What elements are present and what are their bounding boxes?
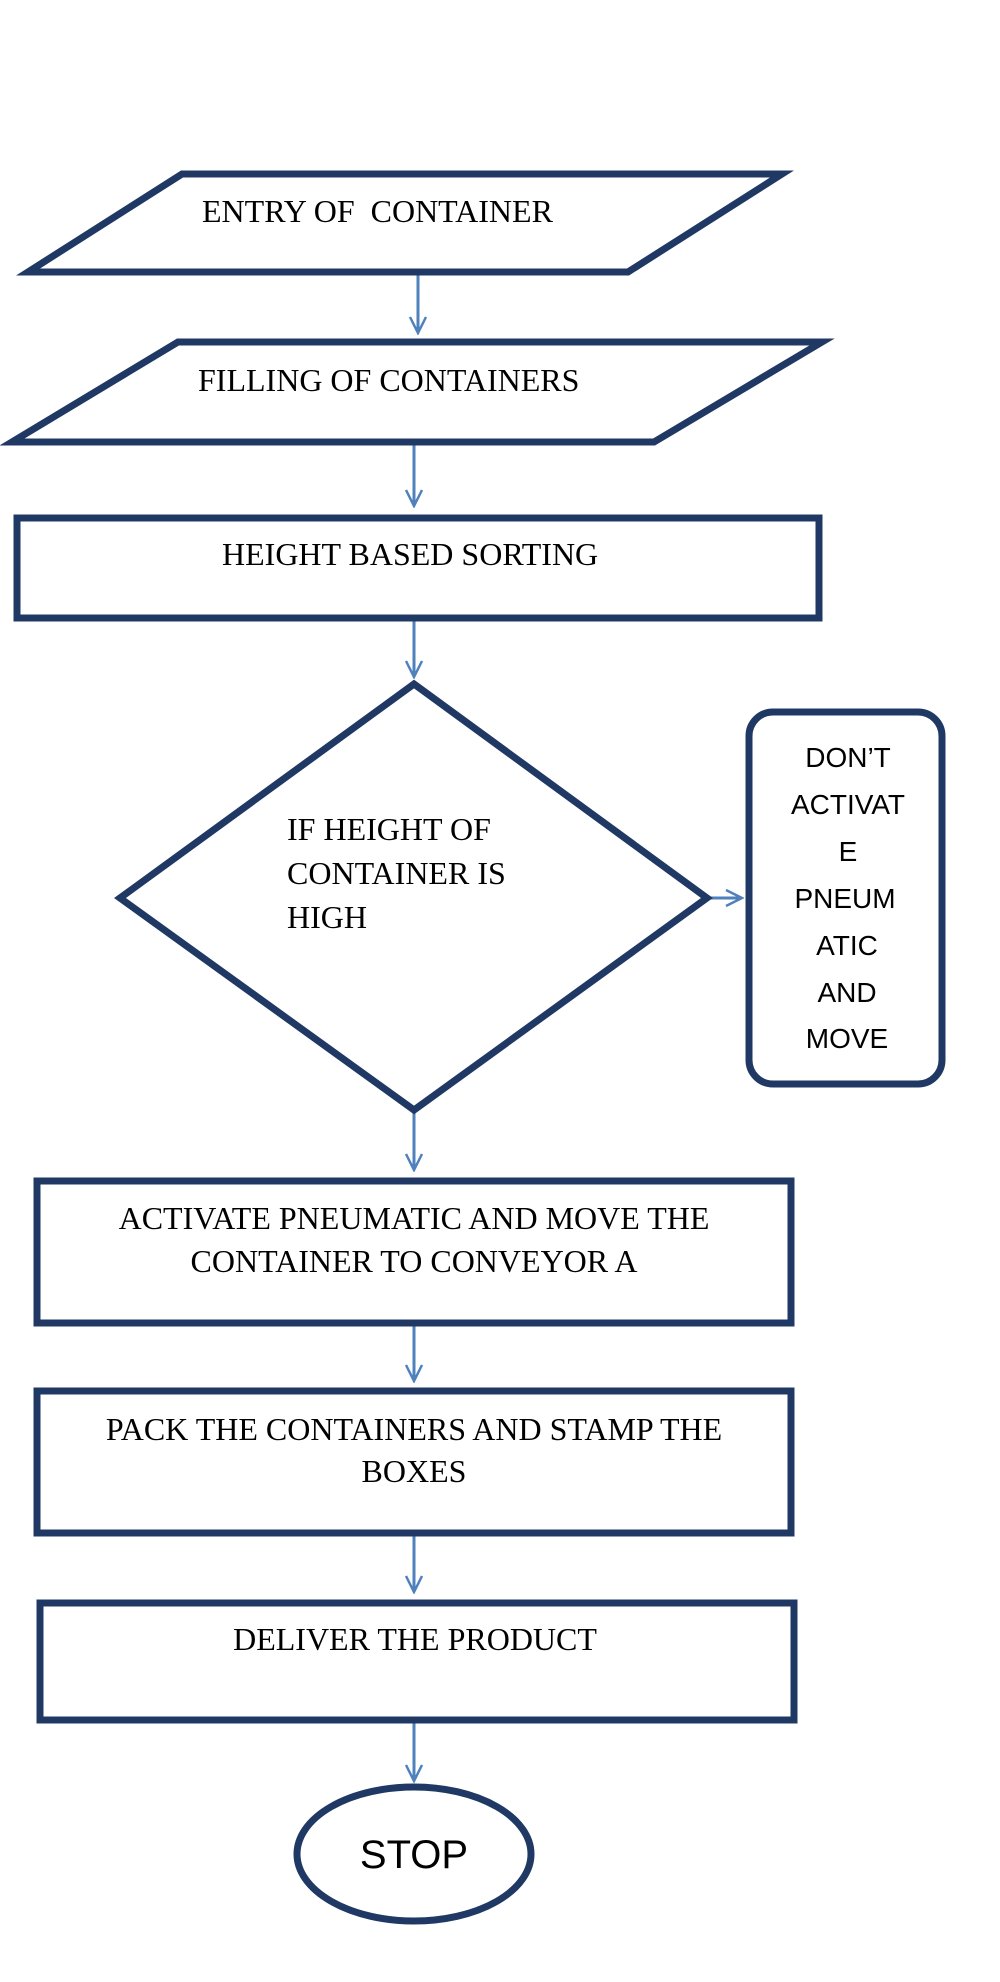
decision-label-line: HIGH — [287, 899, 367, 935]
no-branch-label-line: DON’T — [805, 742, 891, 773]
stop-terminal — [293, 1783, 535, 1925]
connectors — [414, 272, 742, 1781]
decision-label: IF HEIGHT OF CONTAINER IS HIGH — [287, 811, 506, 935]
activate-label-line: ACTIVATE PNEUMATIC AND MOVE THE — [119, 1200, 710, 1236]
no-branch-label-line: ATIC — [816, 930, 878, 961]
deliver-process-box — [36, 1599, 798, 1724]
activate-label-line: CONTAINER TO CONVEYOR A — [191, 1243, 638, 1279]
deliver-label: DELIVER THE PRODUCT — [233, 1621, 597, 1657]
entry-parallelogram — [15, 170, 795, 276]
decision-label-line: CONTAINER IS — [287, 855, 506, 891]
decision-label-line: IF HEIGHT OF — [287, 811, 491, 847]
no-branch-box — [745, 708, 946, 1088]
pack-label: PACK THE CONTAINERS AND STAMP THE BOXES — [106, 1411, 722, 1489]
filling-label: FILLING OF CONTAINERS — [198, 362, 579, 398]
no-branch-label-line: ACTIVAT — [791, 789, 905, 820]
pack-label-line: BOXES — [362, 1453, 467, 1489]
no-branch-label: DON’T ACTIVAT E PNEUM ATIC AND MOVE — [791, 742, 905, 1054]
decision-diamond — [114, 679, 713, 1115]
no-branch-label-line: MOVE — [806, 1023, 888, 1054]
entry-label: ENTRY OF CONTAINER — [202, 193, 554, 229]
stop-label: STOP — [360, 1833, 468, 1877]
filling-parallelogram — [0, 338, 835, 446]
no-branch-label-line: E — [839, 836, 858, 867]
shapes — [0, 170, 946, 1925]
pack-label-line: PACK THE CONTAINERS AND STAMP THE — [106, 1411, 722, 1447]
sorting-label: HEIGHT BASED SORTING — [222, 536, 598, 572]
no-branch-label-line: PNEUM — [794, 883, 895, 914]
no-branch-label-line: AND — [817, 977, 876, 1008]
activate-label: ACTIVATE PNEUMATIC AND MOVE THE CONTAINE… — [119, 1200, 710, 1279]
sorting-process-box — [13, 514, 823, 622]
pack-process-box — [33, 1387, 795, 1537]
activate-process-box — [33, 1177, 795, 1327]
